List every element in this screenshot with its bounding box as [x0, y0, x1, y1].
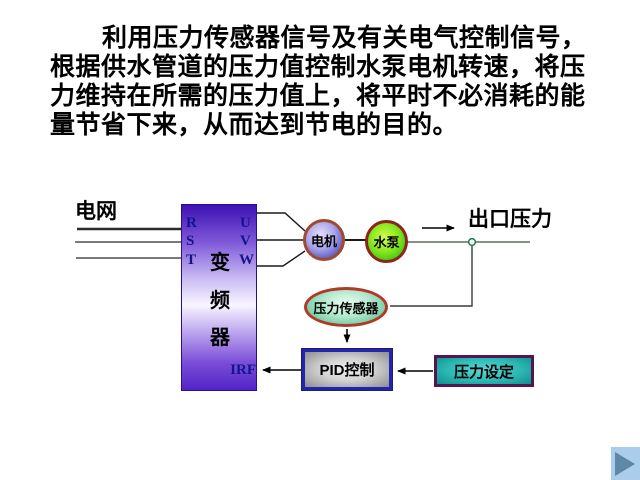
inverter-box: [181, 204, 257, 391]
paragraph-line: 力维持在所需的压力值上，将平时不必消耗的能: [50, 83, 586, 110]
motor-cable-w: [257, 250, 306, 267]
motor-label: 电机: [310, 233, 337, 249]
output-terminal-v: V: [240, 233, 251, 249]
power-grid-label: 电网: [75, 200, 117, 223]
inverter-name-char: 变: [210, 252, 230, 274]
input-terminal-t: T: [186, 252, 197, 268]
pressure-setpoint-box: 压力设定: [434, 355, 534, 387]
input-terminal-r: R: [186, 215, 197, 231]
motor-node: 电机: [303, 219, 345, 261]
irf-terminal-label: IRF: [230, 362, 256, 378]
pump-label: 水泵: [373, 235, 400, 250]
inverter-name-char: 器: [210, 327, 230, 349]
paragraph-line: 利用压力传感器信号及有关电气控制信号，: [102, 25, 587, 52]
input-terminal-s: S: [186, 233, 195, 249]
pressure-sensor-node: 压力传感器: [304, 287, 388, 327]
pid-controller-box: PID控制: [302, 349, 392, 390]
outlet-pressure-label: 出口压力: [468, 208, 552, 231]
paragraph-line: 量节省下来，从而达到节电的目的。: [50, 112, 459, 139]
play-triangle-icon: [615, 452, 635, 476]
output-terminal-u: U: [240, 215, 251, 231]
pump-node: 水泵: [365, 220, 408, 263]
inverter-name-char: 频: [210, 290, 230, 312]
pressure-sensor-label: 压力传感器: [313, 300, 379, 316]
paragraph-line: 根据供水管道的压力值控制水泵电机转速，将压: [50, 54, 586, 81]
motor-cable-u: [257, 212, 306, 232]
junction-node-icon: [467, 237, 477, 247]
slide-paragraph: 利用压力传感器信号及有关电气控制信号， 根据供水管道的压力值控制水泵电机转速，将…: [50, 24, 610, 140]
next-slide-button[interactable]: [611, 447, 640, 480]
pid-label: PID控制: [319, 362, 375, 379]
pressure-setpoint-label: 压力设定: [453, 363, 514, 381]
output-terminal-w: W: [239, 252, 254, 268]
